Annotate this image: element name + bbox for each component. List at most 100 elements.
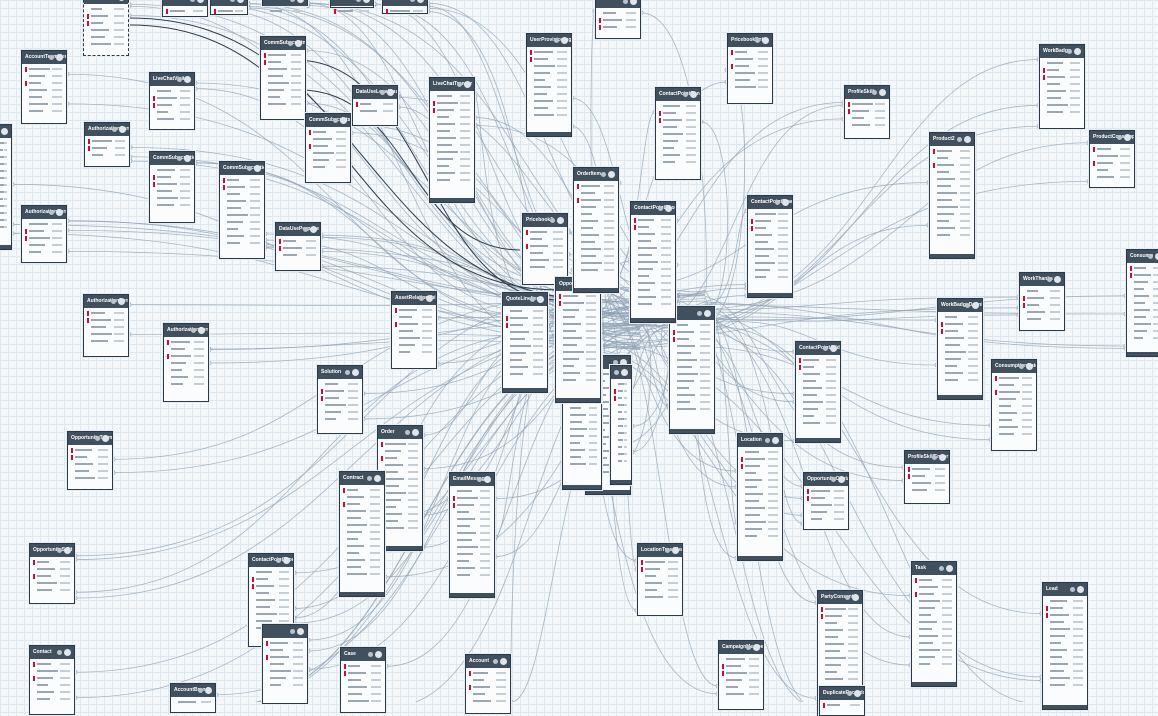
field-row[interactable]	[266, 676, 304, 681]
field-row[interactable]	[741, 471, 779, 476]
entity-AuthorizationForm2[interactable]: AuthorizationForm	[21, 205, 67, 263]
field-row[interactable]	[87, 21, 125, 26]
field-row[interactable]	[469, 685, 507, 690]
field-row[interactable]	[252, 570, 290, 575]
field-row[interactable]	[659, 160, 697, 165]
field-row[interactable]	[526, 265, 564, 270]
field-row[interactable]	[566, 413, 598, 418]
field-row[interactable]	[25, 81, 63, 86]
field-row[interactable]	[799, 421, 837, 426]
entity-Contact[interactable]: Contact	[29, 645, 75, 715]
field-row[interactable]	[469, 678, 507, 683]
field-row[interactable]	[343, 523, 381, 528]
field-row[interactable]	[566, 427, 598, 432]
field-row[interactable]	[641, 567, 679, 572]
field-row[interactable]	[995, 376, 1033, 381]
field-row[interactable]	[559, 350, 597, 355]
field-row[interactable]	[933, 233, 971, 238]
field-row[interactable]	[153, 168, 191, 173]
field-row[interactable]	[264, 67, 302, 72]
field-row[interactable]	[566, 420, 598, 425]
entity-n_top7[interactable]	[595, 0, 641, 39]
field-row[interactable]	[731, 64, 769, 69]
field-row[interactable]	[659, 146, 697, 151]
entity-menu-icon[interactable]	[297, 0, 304, 3]
entity-header[interactable]	[84, 0, 128, 4]
entity-header[interactable]: Location	[738, 434, 782, 447]
field-row[interactable]	[915, 655, 953, 660]
field-row[interactable]	[381, 505, 419, 510]
entity-EmailMessage[interactable]: EmailMessage	[449, 472, 495, 598]
entity-menu-icon[interactable]	[704, 310, 711, 317]
field-row[interactable]	[433, 171, 471, 176]
field-row[interactable]	[343, 565, 381, 570]
field-row[interactable]	[0, 155, 8, 160]
entity-AuthorizationForm3[interactable]: AuthorizationForm	[83, 294, 129, 357]
entity-header[interactable]: UserProvisioningF	[527, 34, 571, 47]
field-row[interactable]	[153, 89, 191, 94]
field-row[interactable]	[87, 28, 125, 33]
field-row[interactable]	[25, 74, 63, 79]
field-row[interactable]	[559, 315, 597, 320]
field-row[interactable]	[344, 685, 382, 690]
entity-AccountTeamMem[interactable]: AccountTeamMem	[21, 50, 67, 124]
field-row[interactable]	[821, 628, 859, 633]
field-row[interactable]	[153, 117, 191, 122]
field-row[interactable]	[223, 220, 261, 225]
entity-ProfileSkillEndor[interactable]: ProfileSkillEndor	[904, 450, 950, 504]
field-row[interactable]	[153, 203, 191, 208]
field-row[interactable]	[634, 253, 672, 258]
field-row[interactable]	[673, 365, 711, 370]
field-row[interactable]	[741, 464, 779, 469]
field-row[interactable]	[33, 669, 71, 674]
field-row[interactable]	[673, 407, 711, 412]
field-row[interactable]	[381, 470, 419, 475]
field-row[interactable]	[356, 102, 394, 107]
field-row[interactable]	[933, 177, 971, 182]
field-row[interactable]	[167, 375, 205, 380]
entity-header[interactable]	[596, 0, 640, 8]
field-row[interactable]	[634, 225, 672, 230]
field-row[interactable]	[453, 524, 491, 529]
field-row[interactable]	[741, 520, 779, 525]
entity-menu-icon[interactable]	[557, 217, 564, 224]
field-row[interactable]	[641, 595, 679, 600]
field-row[interactable]	[153, 189, 191, 194]
field-row[interactable]	[823, 703, 861, 708]
entity-menu-icon[interactable]	[1054, 276, 1061, 283]
entity-header[interactable]: WorkBadge	[1040, 45, 1084, 58]
field-row[interactable]	[673, 400, 711, 405]
field-row[interactable]	[252, 605, 290, 610]
entity-UserProvisioning[interactable]: UserProvisioningF	[526, 33, 572, 137]
entity-menu-icon[interactable]	[1077, 586, 1084, 593]
field-row[interactable]	[343, 572, 381, 577]
field-row[interactable]	[433, 136, 471, 141]
field-row[interactable]	[453, 510, 491, 515]
entity-menu-icon[interactable]	[772, 437, 779, 444]
field-row[interactable]	[995, 397, 1033, 402]
field-row[interactable]	[506, 358, 544, 363]
field-row[interactable]	[381, 442, 419, 447]
entity-header[interactable]: AuthorizationForm	[22, 206, 66, 219]
field-row[interactable]	[799, 393, 837, 398]
field-row[interactable]	[167, 347, 205, 352]
field-row[interactable]	[559, 322, 597, 327]
field-row[interactable]	[25, 109, 63, 114]
field-row[interactable]	[577, 233, 615, 238]
field-row[interactable]	[0, 176, 8, 181]
field-row[interactable]	[1130, 301, 1158, 306]
field-row[interactable]	[673, 323, 711, 328]
field-row[interactable]	[1130, 329, 1158, 334]
field-row[interactable]	[1046, 676, 1084, 681]
entity-header[interactable]: WorkThanks	[1020, 273, 1064, 286]
field-row[interactable]	[344, 671, 382, 676]
field-row[interactable]	[577, 268, 615, 273]
field-row[interactable]	[1046, 662, 1084, 667]
field-row[interactable]	[559, 301, 597, 306]
field-row[interactable]	[1043, 110, 1081, 115]
entity-menu-icon[interactable]	[118, 298, 125, 305]
field-row[interactable]	[848, 109, 886, 114]
field-row[interactable]	[309, 151, 347, 156]
field-row[interactable]	[87, 14, 125, 19]
field-row[interactable]	[577, 198, 615, 203]
